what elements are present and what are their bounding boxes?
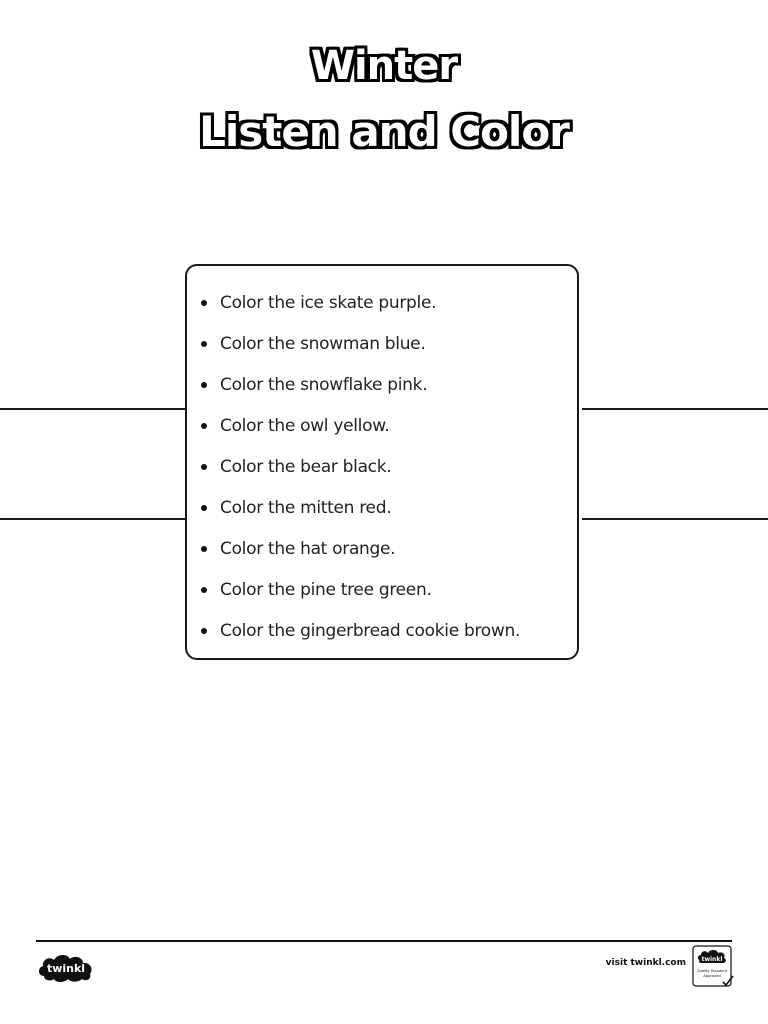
footer-divider: [36, 940, 732, 942]
bullet-icon: [201, 504, 207, 511]
bullet-icon: [201, 463, 207, 470]
quality-badge-icon: twinkl Quality Standard Approved: [692, 945, 734, 987]
divider-right-bottom: [582, 518, 768, 520]
bullet-icon: [201, 586, 207, 593]
list-item: Color the snowflake pink.: [201, 364, 520, 405]
instruction-text: Color the hat orange.: [220, 538, 396, 559]
instruction-text: Color the snowman blue.: [220, 333, 426, 354]
list-item: Color the ice skate purple.: [201, 282, 520, 323]
divider-left-bottom: [0, 518, 186, 520]
page-title-line-2: Listen and Color: [199, 107, 570, 156]
page-title-line-1: Winter: [310, 43, 458, 89]
bullet-icon: [201, 422, 207, 429]
bullet-icon: [201, 627, 207, 634]
divider-right-top: [582, 408, 768, 410]
bullet-icon: [201, 299, 207, 306]
list-item: Color the owl yellow.: [201, 405, 520, 446]
list-item: Color the gingerbread cookie brown.: [201, 610, 520, 651]
bullet-icon: [201, 545, 207, 552]
logo-text: twinkl: [47, 962, 85, 975]
instruction-text: Color the snowflake pink.: [220, 374, 428, 395]
list-item: Color the bear black.: [201, 446, 520, 487]
instructions-box: Color the ice skate purple. Color the sn…: [185, 264, 579, 660]
instruction-text: Color the bear black.: [220, 456, 392, 477]
twinkl-logo-icon[interactable]: twinkl: [36, 950, 96, 984]
instructions-list: Color the ice skate purple. Color the sn…: [201, 282, 520, 651]
instruction-text: Color the owl yellow.: [220, 415, 390, 436]
list-item: Color the mitten red.: [201, 487, 520, 528]
check-icon: [722, 975, 734, 987]
bullet-icon: [201, 340, 207, 347]
list-item: Color the pine tree green.: [201, 569, 520, 610]
instruction-text: Color the ice skate purple.: [220, 292, 437, 313]
instruction-text: Color the mitten red.: [220, 497, 392, 518]
badge-line1-text: Quality Standard: [697, 969, 727, 973]
divider-left-top: [0, 408, 186, 410]
instruction-text: Color the pine tree green.: [220, 579, 432, 600]
badge-line2-text: Approved: [703, 974, 720, 978]
bullet-icon: [201, 381, 207, 388]
badge-brand-text: twinkl: [702, 956, 723, 963]
list-item: Color the hat orange.: [201, 528, 520, 569]
visit-link[interactable]: visit twinkl.com: [605, 958, 686, 968]
instruction-text: Color the gingerbread cookie brown.: [220, 620, 521, 641]
list-item: Color the snowman blue.: [201, 323, 520, 364]
